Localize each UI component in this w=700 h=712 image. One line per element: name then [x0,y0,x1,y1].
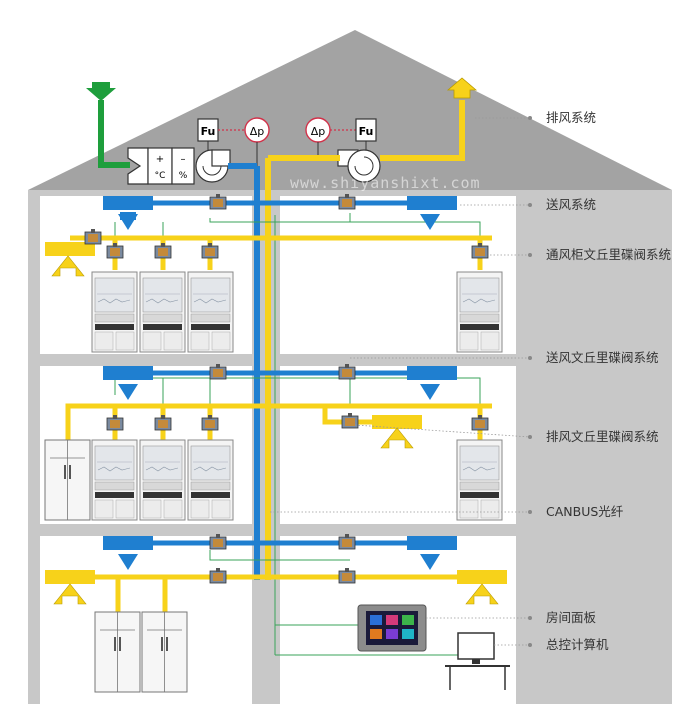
delta-p-label: Δp [250,125,265,138]
floor3-supply-duct [103,196,457,230]
room-panel-device [357,604,427,652]
exhaust-fu-box: Fu [355,118,377,150]
label-fume-hood-valve: 通风柜文丘里碟阀系统 [546,247,671,262]
fu-label-2: Fu [359,125,374,138]
fu-label: Fu [201,125,216,138]
label-master-pc: 总控计算机 [546,637,609,652]
celsius-symbol: °C [155,171,166,181]
air-handling-unit: + °C – % [127,147,195,185]
floor1-supply-duct [103,536,457,570]
supply-fu-box: Fu [197,118,219,150]
label-supply-system: 送风系统 [546,197,596,212]
exhaust-dp-sensor: Δp [305,117,331,158]
label-supply-valve: 送风文丘里碟阀系统 [546,350,659,365]
master-computer-device [445,632,510,690]
percent-symbol: % [179,171,188,181]
supply-fan [195,149,231,183]
supply-dp-sensor: Δp [244,117,270,166]
delta-p-label-2: Δp [311,125,326,138]
leader-lines [270,117,531,646]
label-canbus: CANBUS光纤 [546,504,624,519]
minus-symbol: – [181,154,186,165]
watermark: www.shiyanshixt.com [290,174,481,192]
floor2-supply-duct [103,366,457,400]
exhaust-arrow [380,77,478,161]
intake-arrow [86,82,130,168]
label-exhaust-system: 排风系统 [546,110,596,125]
label-exhaust-valve: 排风文丘里碟阀系统 [546,429,659,444]
label-room-panel: 房间面板 [546,610,597,625]
exhaust-fan [337,149,381,183]
floor1-exhaust-duct [45,570,507,612]
plus-symbol: + [156,154,164,165]
canbus-fiber [114,213,481,656]
